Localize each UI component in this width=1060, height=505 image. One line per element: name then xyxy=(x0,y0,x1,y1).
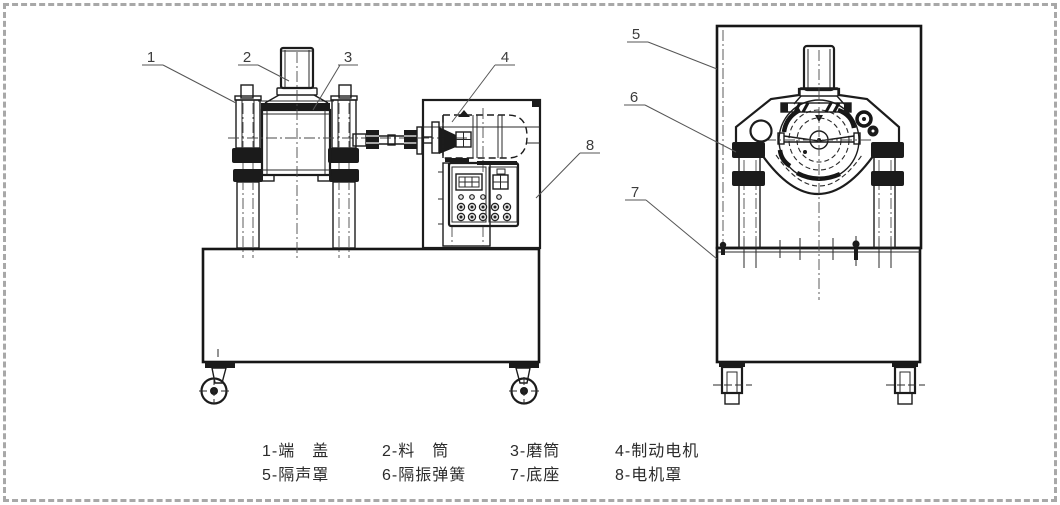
legend-item-5: 5-隔声罩 xyxy=(262,467,330,484)
callout-leaders xyxy=(142,41,737,260)
callout-5: 5 xyxy=(632,26,640,43)
isolation-spring xyxy=(232,148,263,163)
machine-base-front xyxy=(715,246,922,364)
grinding-drum-side xyxy=(258,100,334,182)
legend-item-2: 2-料 筒 xyxy=(382,443,450,460)
panel-buttons[interactable] xyxy=(456,194,512,222)
machine-base-side xyxy=(201,247,541,364)
drum-clamp-bar xyxy=(780,102,852,113)
caster-right xyxy=(509,362,539,405)
legend-item-8: 8-电机罩 xyxy=(615,467,683,484)
callout-6: 6 xyxy=(630,89,638,106)
display-left xyxy=(455,173,483,191)
callout-8: 8 xyxy=(586,137,594,154)
isolation-springs-front xyxy=(732,142,904,186)
grinding-drum-front xyxy=(765,50,874,300)
callout-2: 2 xyxy=(243,49,251,66)
spring-column-front-right xyxy=(873,154,896,249)
feed-tube-side xyxy=(264,46,329,104)
spring-column-right-side xyxy=(328,84,359,258)
drum-seal-band xyxy=(261,103,330,110)
legend-item-7: 7-底座 xyxy=(510,467,561,484)
drive-shaft-coupling xyxy=(352,126,432,155)
housing-fittings xyxy=(749,110,879,143)
legend-item-6: 6-隔振弹簧 xyxy=(382,467,467,484)
callout-numbers: 1 2 3 4 5 6 7 8 xyxy=(147,26,640,201)
callout-7: 7 xyxy=(631,184,639,201)
spring-column-left-side xyxy=(232,84,263,258)
motor-top-marker xyxy=(458,110,470,117)
legend-item-1: 1-端 盖 xyxy=(262,443,330,460)
anchor-bolts xyxy=(719,240,860,260)
callout-1: 1 xyxy=(147,49,155,66)
caster-front-left xyxy=(713,362,752,405)
legend-item-3: 3-磨筒 xyxy=(510,443,561,460)
spring-column-front-left xyxy=(738,154,761,249)
sight-hole xyxy=(749,119,773,143)
control-panel xyxy=(447,161,520,228)
side-view xyxy=(199,46,542,405)
front-view xyxy=(713,24,925,405)
callout-3: 3 xyxy=(344,49,352,66)
callout-4: 4 xyxy=(501,49,509,66)
caster-front-right xyxy=(886,362,925,405)
legend-item-4: 4-制动电机 xyxy=(615,443,700,460)
caster-left xyxy=(199,362,235,405)
